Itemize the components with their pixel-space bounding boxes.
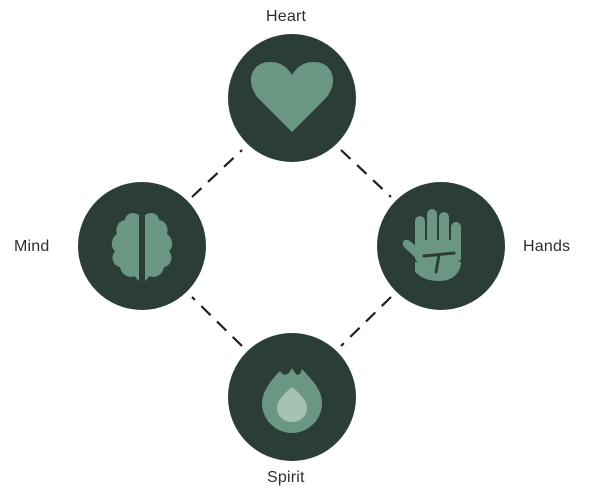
spirit-label: Spirit [267, 469, 305, 486]
flame-icon [262, 368, 322, 433]
mind-label: Mind [14, 238, 50, 255]
connector-hands-spirit [340, 296, 392, 347]
heart-label: Heart [266, 8, 307, 25]
node-heart [228, 34, 356, 162]
hands-label: Hands [523, 238, 571, 255]
node-mind [78, 182, 206, 310]
connector-mind-heart [191, 149, 243, 198]
brain-icon [111, 212, 173, 281]
connector-heart-hands [340, 149, 392, 198]
heart-icon [250, 61, 334, 132]
node-spirit [228, 333, 356, 461]
node-hands [377, 182, 505, 310]
connector-spirit-mind [191, 296, 243, 347]
hand-icon [402, 209, 461, 281]
mind-circle [78, 182, 206, 310]
